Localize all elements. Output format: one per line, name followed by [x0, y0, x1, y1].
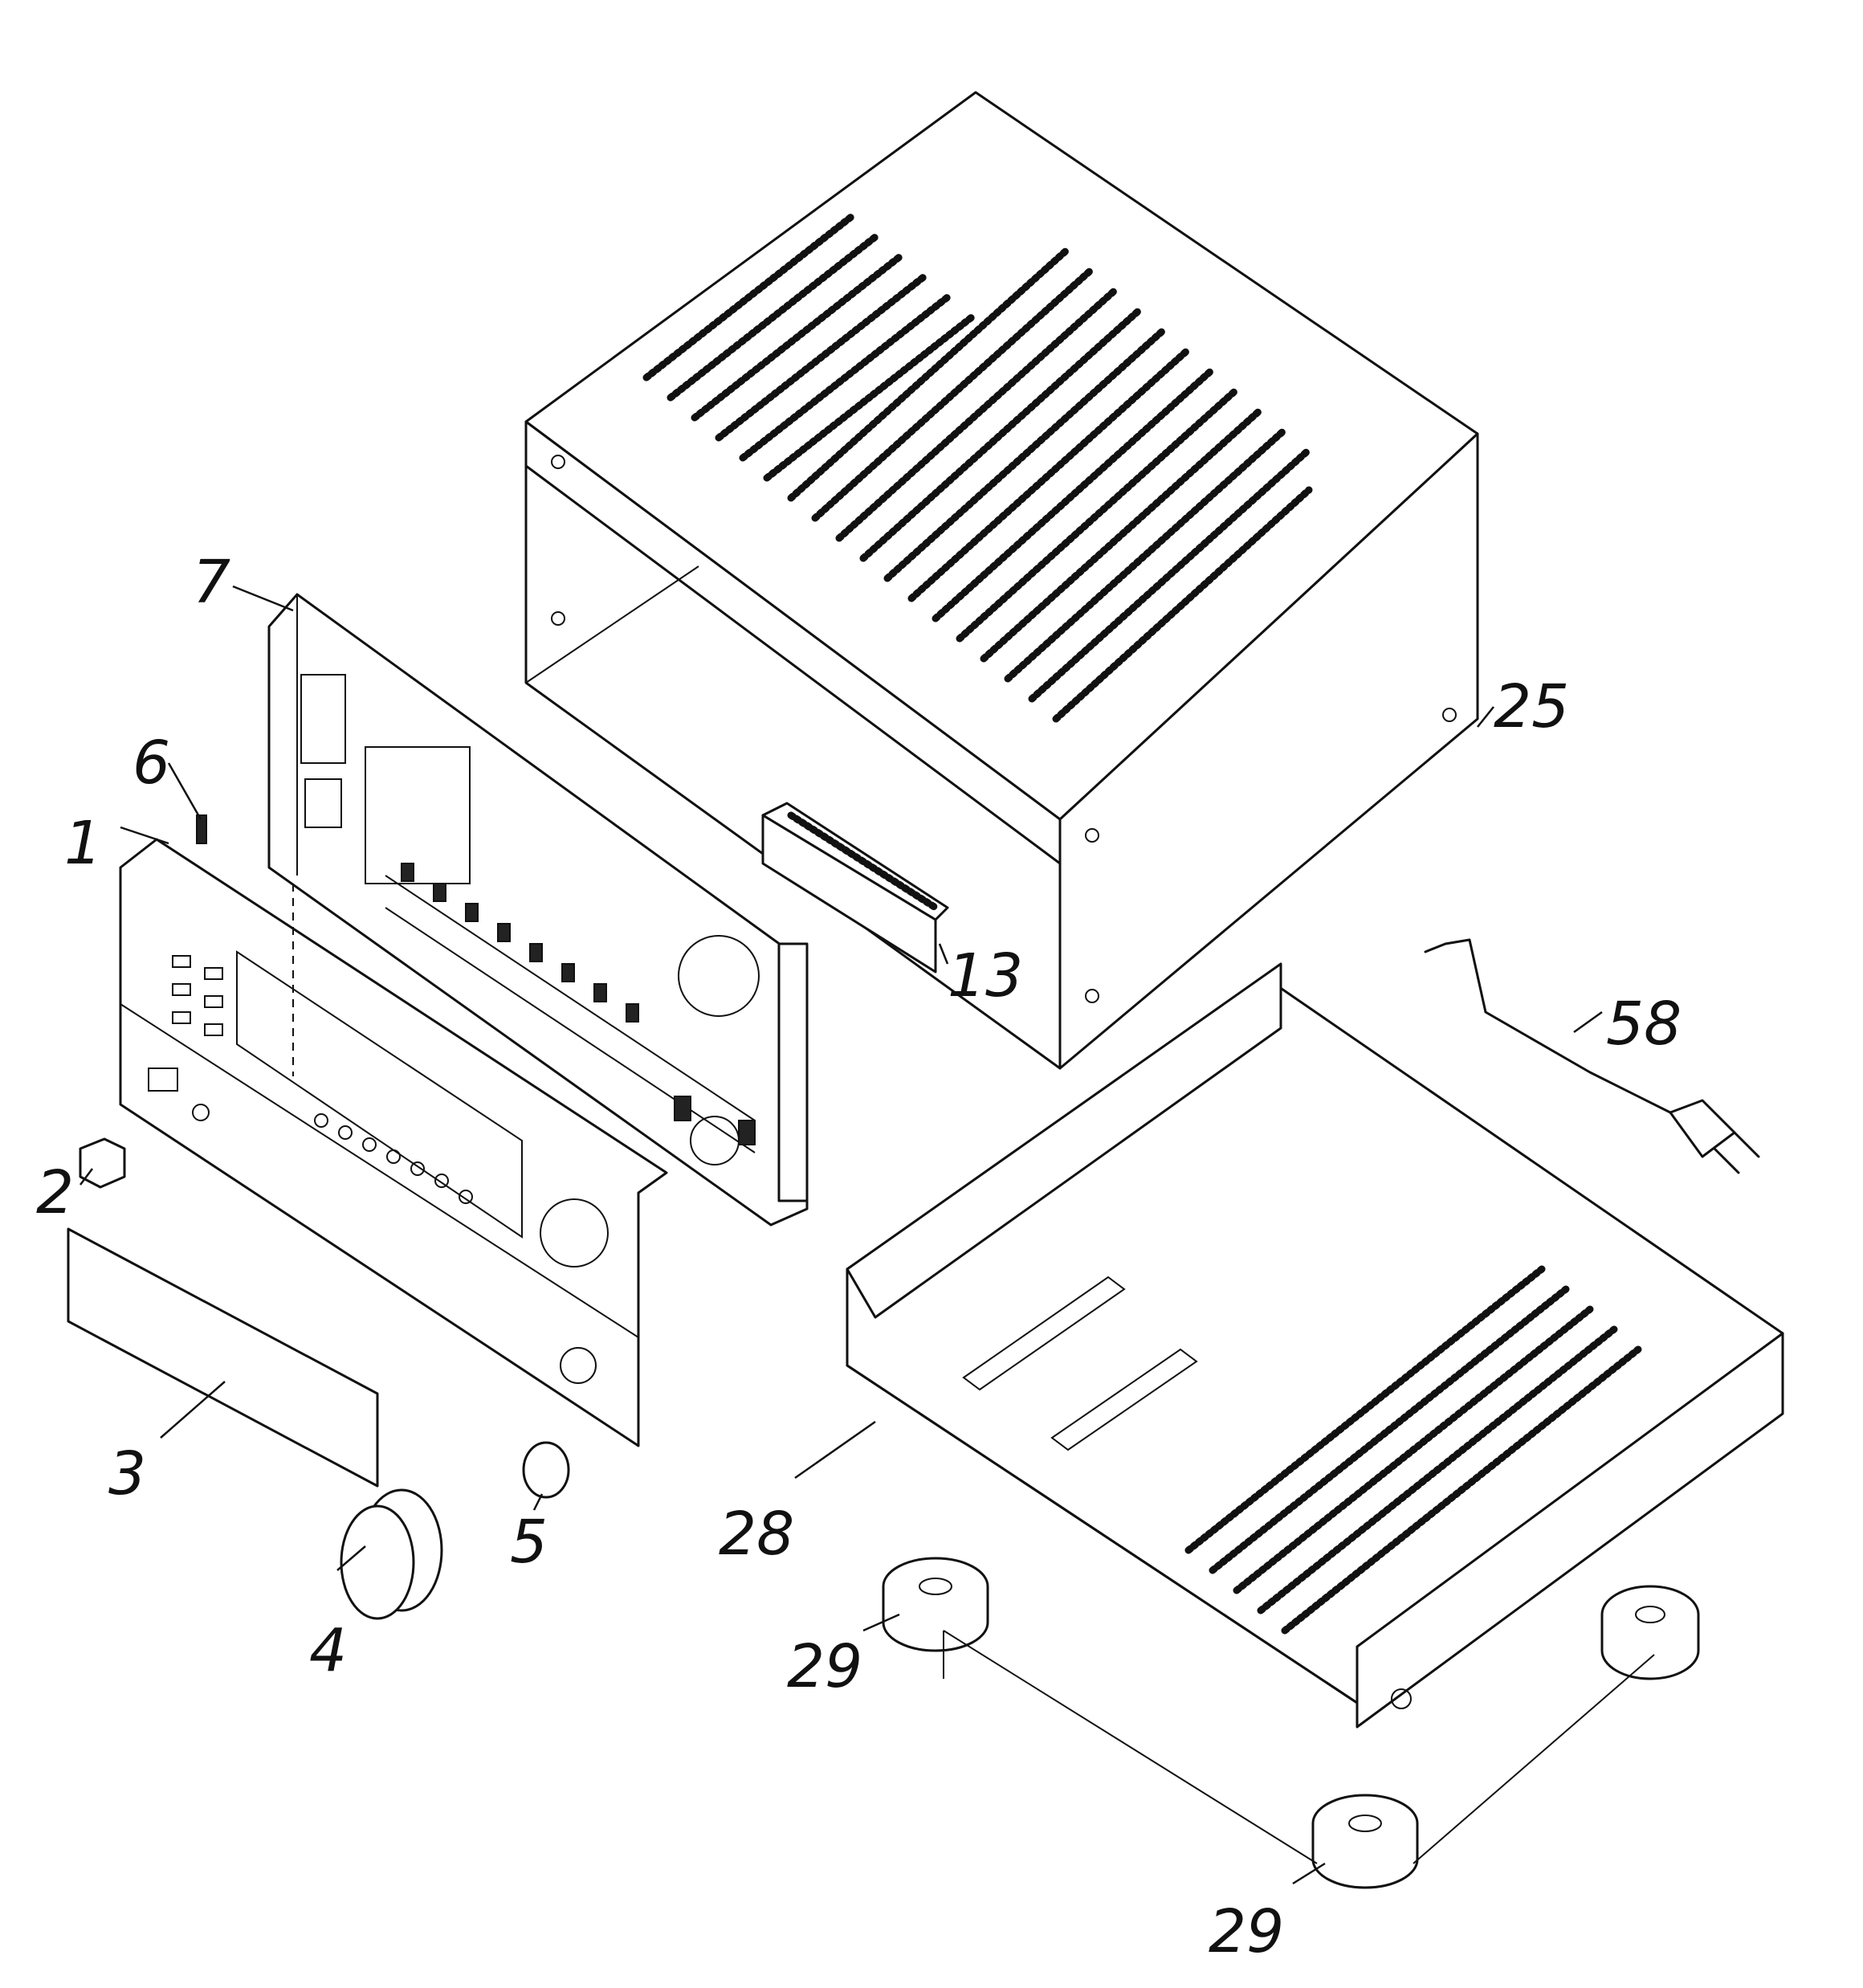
callout-29-front: 29: [1209, 1897, 1284, 1966]
callout-1: 1: [64, 809, 102, 878]
callout-3: 3: [108, 1439, 146, 1508]
callout-7: 7: [193, 548, 230, 617]
callout-2: 2: [36, 1158, 74, 1227]
window-plate-3: [67, 1227, 379, 1488]
callout-29-left: 29: [787, 1632, 862, 1701]
callout-4: 4: [309, 1616, 347, 1685]
callout-25: 25: [1494, 672, 1569, 741]
callout-6: 6: [132, 729, 170, 798]
foot-front-left: [882, 1557, 989, 1652]
feet-outline: [943, 1630, 1655, 1864]
lens-6: [196, 814, 207, 844]
chassis: [846, 962, 1784, 1729]
chassis-vent-slots: [1184, 1265, 1642, 1635]
leader-lines: [79, 585, 1603, 1885]
callout-28: 28: [719, 1500, 794, 1569]
callouts: 1 2 3 4 5 6 7 13 25 28 29 29 58: [36, 548, 1682, 1966]
front-panel-buttons: [172, 955, 473, 1204]
pcb-switches: [401, 863, 756, 1145]
cover-vent-slots: [642, 213, 1313, 723]
display-window: [761, 802, 949, 974]
front-pcb-assembly: [267, 593, 809, 1227]
callout-5: 5: [510, 1508, 548, 1577]
volume-knob-4: [340, 1488, 443, 1620]
small-knob-5: [522, 1441, 570, 1499]
power-cord: [1424, 938, 1760, 1174]
knob-holder-2: [79, 1137, 126, 1189]
front-panel: [119, 838, 668, 1447]
callout-58: 58: [1606, 990, 1682, 1059]
callout-13: 13: [948, 941, 1023, 1010]
foot-front-right: [1311, 1794, 1419, 1889]
foot-rear-right: [1600, 1585, 1700, 1680]
